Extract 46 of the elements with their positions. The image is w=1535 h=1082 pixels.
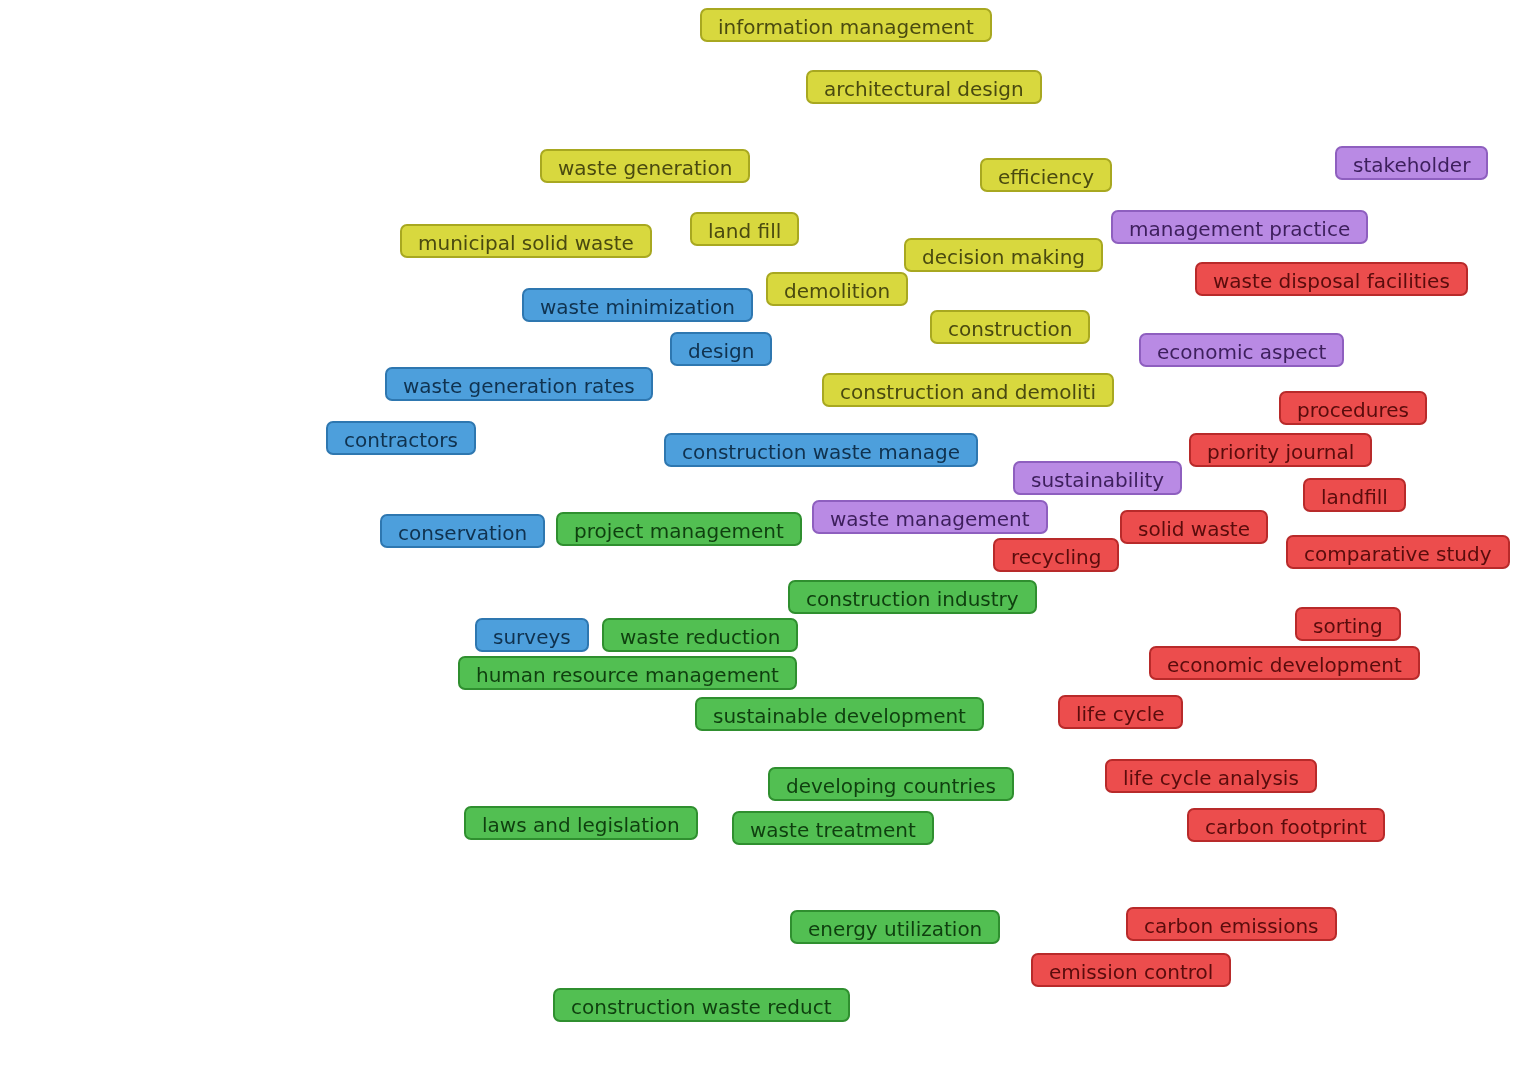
- keyword-label: construction and demoliti: [822, 373, 1114, 407]
- keyword-label: management practice: [1111, 210, 1369, 244]
- keyword-label: demolition: [766, 272, 909, 306]
- keyword-label: construction industry: [788, 580, 1037, 614]
- keyword-label: economic aspect: [1139, 333, 1345, 367]
- keyword-label: construction: [930, 310, 1091, 344]
- keyword-label: surveys: [475, 618, 589, 652]
- keyword-label: solid waste: [1120, 510, 1268, 544]
- keyword-label: human resource management: [458, 656, 797, 690]
- keyword-label: energy utilization: [790, 910, 1001, 944]
- keyword-label: stakeholder: [1335, 146, 1489, 180]
- keyword-label: carbon emissions: [1126, 907, 1337, 941]
- keyword-label: construction waste manage: [664, 433, 978, 467]
- keyword-label: construction waste reduct: [553, 988, 850, 1022]
- keyword-label: economic development: [1149, 646, 1420, 680]
- keyword-label: life cycle: [1058, 695, 1183, 729]
- keyword-label: efficiency: [980, 158, 1112, 192]
- keyword-label: priority journal: [1189, 433, 1373, 467]
- keyword-label: waste reduction: [602, 618, 799, 652]
- keyword-label: sorting: [1295, 607, 1401, 641]
- keyword-label: land fill: [690, 212, 800, 246]
- keyword-label: decision making: [904, 238, 1104, 272]
- keyword-label: contractors: [326, 421, 476, 455]
- keyword-label: laws and legislation: [464, 806, 698, 840]
- keyword-label: waste minimization: [522, 288, 753, 322]
- keyword-label: information management: [700, 8, 992, 42]
- keyword-label: emission control: [1031, 953, 1232, 987]
- keyword-label: carbon footprint: [1187, 808, 1385, 842]
- keyword-label: comparative study: [1286, 535, 1510, 569]
- keyword-label: sustainability: [1013, 461, 1183, 495]
- keyword-label: conservation: [380, 514, 546, 548]
- keyword-label: architectural design: [806, 70, 1042, 104]
- keyword-label: waste management: [812, 500, 1048, 534]
- keyword-label: landfill: [1303, 478, 1406, 512]
- keyword-label: waste generation rates: [385, 367, 653, 401]
- keyword-label: waste treatment: [732, 811, 934, 845]
- keyword-label: recycling: [993, 538, 1120, 572]
- keyword-label: municipal solid waste: [400, 224, 652, 258]
- keyword-label: waste disposal facilities: [1195, 262, 1468, 296]
- keyword-label: design: [670, 332, 773, 366]
- keyword-label: developing countries: [768, 767, 1014, 801]
- keyword-label: procedures: [1279, 391, 1427, 425]
- keyword-label: project management: [556, 512, 802, 546]
- keyword-label: sustainable development: [695, 697, 984, 731]
- keyword-label: waste generation: [540, 149, 751, 183]
- keyword-label: life cycle analysis: [1105, 759, 1317, 793]
